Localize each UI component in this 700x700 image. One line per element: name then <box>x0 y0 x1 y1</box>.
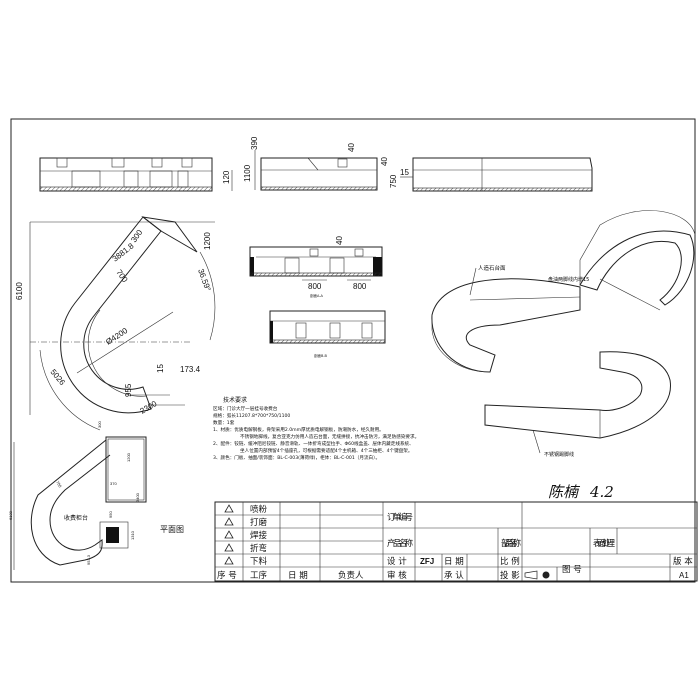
requirement-line: 3、颜色：门板、抽面/装饰面：BL-C-003(薄荷绿)，柜体：BL-C-001… <box>213 454 380 461</box>
header-seq: 序 号 <box>217 570 237 581</box>
signature-name: 陈楠 <box>548 483 581 501</box>
front-elevation-view: 120 <box>39 157 233 192</box>
requirements-title: 技术要求 <box>223 396 247 404</box>
dim-label: 173.4 <box>180 365 201 374</box>
designer-value: ZFJ <box>420 557 434 566</box>
isometric-view-1 <box>579 210 696 306</box>
drawing-no-label: 图 号 <box>562 565 582 575</box>
dim-label: 1200 <box>203 232 212 250</box>
dim-label: 750 <box>389 174 398 188</box>
dim-label: 370 <box>110 481 117 486</box>
order-no-label: 订单编号 <box>387 512 413 523</box>
scale-label: 比 例 <box>500 556 520 567</box>
requirement-line: 1、材质：优质电解钢板，骨架采用2.0mm厚优质电解钢板，防潮防水，经久耐用。 <box>213 426 384 433</box>
requirement-line: 规格：弧长11207.8*700*750/1100 <box>213 412 290 419</box>
dim-label: 390 <box>250 136 259 150</box>
dim-label: 1200 <box>126 452 131 462</box>
requirement-line: 2、配件：铰链、缓冲阻尼铰链、静音滑轨、一体折弯成型拉手、Φ60线盒盖、层体内藏… <box>213 440 414 447</box>
header-date: 日 期 <box>288 571 308 581</box>
signature: 陈楠 4.2 <box>548 483 614 501</box>
process-label: 折弯 <box>250 543 267 554</box>
dim-label: 5026 <box>48 368 67 388</box>
plan-view: 6100 3881.8 300 1200 700 36.59° Ø4200 15… <box>15 216 216 431</box>
title-block: 喷粉 打磨 焊接 折弯 下料 序 号 工序 日 期 负责人 订单编号 产 品 名… <box>214 501 698 582</box>
product-name-label: 产 品 名 称 <box>387 538 413 549</box>
dim-label: 1310 <box>130 530 135 540</box>
dim-label: 950 <box>108 511 113 518</box>
dim-label: 120 <box>222 170 231 184</box>
dim-label: 15 <box>156 364 165 373</box>
side-section-view: 390 1100 40 40 750 <box>243 136 398 191</box>
dim-label: 300 <box>97 421 102 428</box>
dim-label: 3881.8 <box>111 241 136 263</box>
dim-label: 300 <box>129 228 144 245</box>
section-b-view: 剖面B-B <box>269 310 386 358</box>
review-label: 审 核 <box>387 570 407 581</box>
dim-label: 6100 <box>15 282 24 300</box>
dim-label: 40 <box>335 236 344 245</box>
requirement-line: 坐人位置内部预留4个插座孔，可根据需要适配4个主机箱、4个三抽柜、4个键盘架。 <box>240 447 412 454</box>
isometric-view-3 <box>484 351 671 439</box>
process-label: 焊接 <box>250 530 268 541</box>
floor-plan-title: 平面图 <box>160 525 184 534</box>
requirement-line: 数量：1套 <box>213 419 235 426</box>
approve-label: 承 认 <box>444 570 464 581</box>
header-process: 工序 <box>250 570 268 581</box>
signature-date: 4.2 <box>589 483 614 501</box>
version-value: A1 <box>679 571 689 580</box>
dim-label: 955 <box>124 383 133 397</box>
back-elevation-view: 15 <box>400 157 593 192</box>
technical-requirements: 技术要求 区域：门诊大厅一层挂号收费台 规格：弧长11207.8*700*750… <box>213 396 419 461</box>
dim-label: 3400 <box>135 492 140 502</box>
version-label: 版 本 <box>673 556 693 567</box>
design-label: 设 计 <box>387 556 407 567</box>
sheet-frame <box>10 118 696 583</box>
part-name-label: 部 品 名 称 <box>501 538 521 549</box>
dim-label: 800 <box>308 282 322 291</box>
surface-label: 表 面 处 理 <box>593 538 615 549</box>
dim-label: 6100 <box>8 510 13 520</box>
callout-skirting: 不锈钢踢脚线 <box>544 451 574 458</box>
dim-label: 2300 <box>139 399 159 416</box>
dim-label: 15 <box>400 168 409 177</box>
section-caption: 剖面A-A <box>310 293 324 298</box>
process-label: 下料 <box>250 556 268 567</box>
section-caption: 剖面B-B <box>314 353 328 358</box>
floor-plan-view: 收费柜台 平面图 300 1200 370 3400 6100 700 950 … <box>8 421 184 570</box>
section-a-view: 40 800 800 剖面A-A <box>249 236 383 298</box>
dim-label: 40 <box>347 143 356 152</box>
dim-label: 953.3 <box>86 554 91 565</box>
dim-label: 800 <box>353 282 367 291</box>
projection-symbol-icon <box>524 570 550 580</box>
isometric-view-2 <box>431 278 581 373</box>
requirement-line: 不锈钢地脚线，复合亚克力仿用人造石台面，无缝拼接，抗冲击防污，满足防感染要求。 <box>240 433 419 440</box>
dim-label: 40 <box>380 157 389 166</box>
projection-label: 投 影 <box>500 570 520 581</box>
callout-stone-top: 人造石台面 <box>478 264 506 272</box>
dim-label: 700 <box>55 480 63 489</box>
header-owner: 负责人 <box>338 570 364 581</box>
callout-inner-line: 盘油两脚线内增15 <box>548 276 589 283</box>
process-triangles <box>224 504 234 565</box>
date-label: 日 期 <box>444 557 464 567</box>
dim-label: 36.59° <box>196 268 212 293</box>
dim-label: 700 <box>114 268 129 285</box>
floor-plan-counter-label: 收费柜台 <box>64 514 88 522</box>
dim-label: 1100 <box>243 164 252 182</box>
process-label: 打磨 <box>250 517 268 528</box>
requirement-line: 区域：门诊大厅一层挂号收费台 <box>213 405 278 412</box>
process-label: 喷粉 <box>250 504 268 515</box>
dim-label: Ø4200 <box>104 326 130 347</box>
